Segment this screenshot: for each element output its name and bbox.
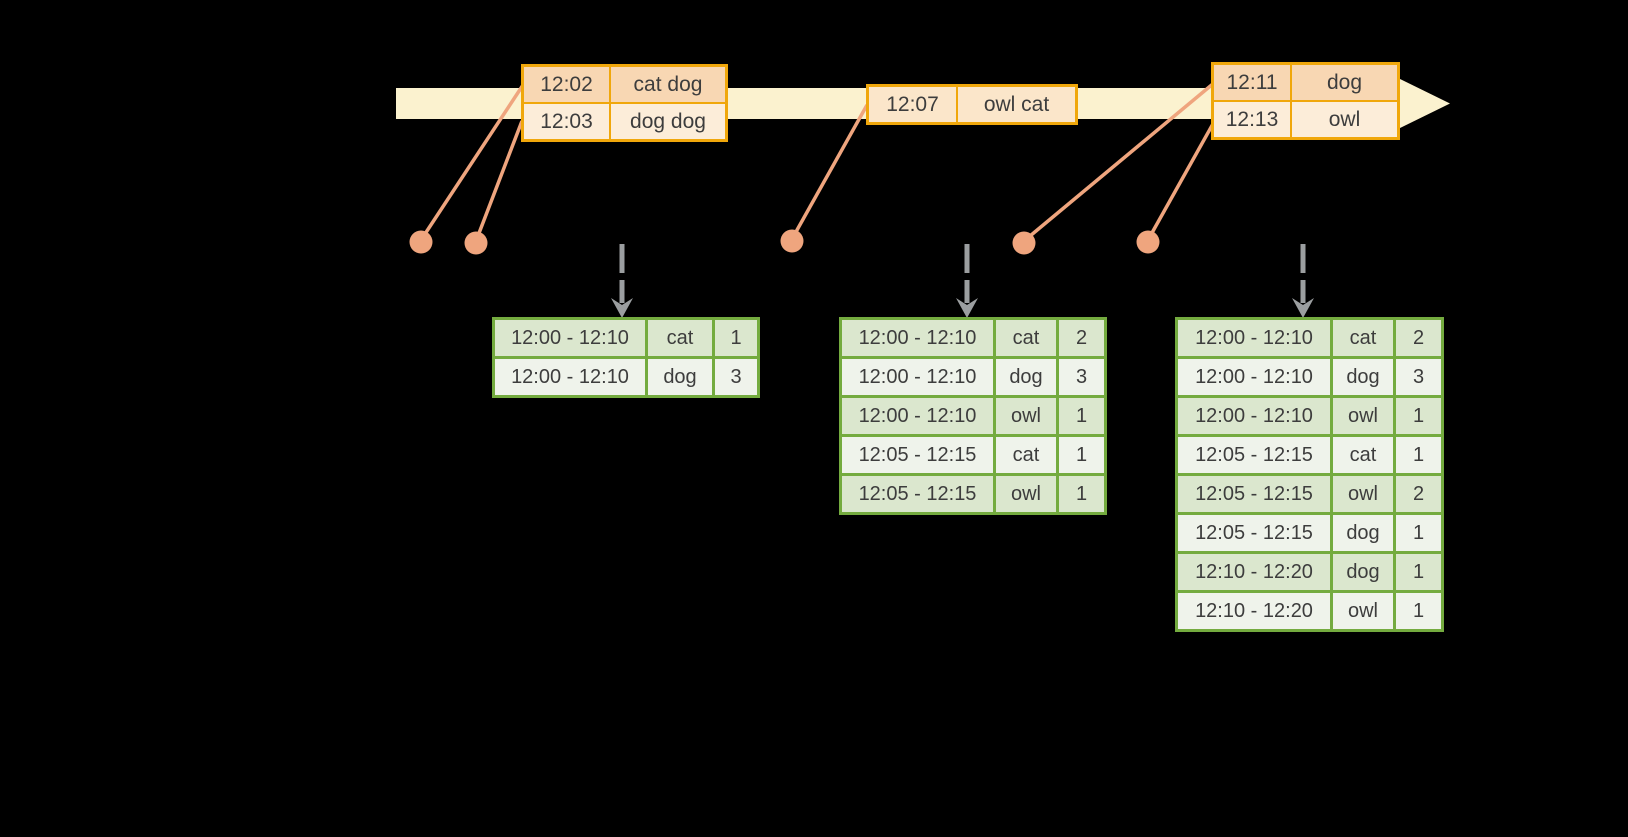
table-cell: 1 (1396, 515, 1441, 551)
table-cell: 12:00 - 12:10 (1178, 320, 1330, 356)
table-cell: 12:00 - 12:10 (842, 359, 993, 395)
table-cell: 12:10 - 12:20 (1178, 554, 1330, 590)
timeline-arrowhead-icon (1398, 78, 1450, 129)
table-cell: 12:00 - 12:10 (495, 320, 645, 356)
table-cell: 12:03 (524, 104, 609, 139)
event-connector-line (790, 104, 869, 240)
table-cell: owl (1333, 593, 1393, 629)
table-cell: owl (996, 476, 1056, 512)
event-connector-line (419, 84, 525, 241)
table-cell: dog (1333, 554, 1393, 590)
table-cell: 3 (1059, 359, 1104, 395)
table-cell: 12:00 - 12:10 (1178, 398, 1330, 434)
table-cell: 12:00 - 12:10 (842, 320, 993, 356)
event-dot (409, 230, 433, 254)
event-dot (1012, 231, 1036, 255)
table-cell: 12:13 (1214, 102, 1290, 137)
table-cell: owl (1292, 102, 1397, 137)
table-cell: owl cat (958, 87, 1075, 122)
table-cell: dog (996, 359, 1056, 395)
table-cell: 12:05 - 12:15 (1178, 476, 1330, 512)
table-cell: cat (996, 437, 1056, 473)
table-cell: cat (996, 320, 1056, 356)
table-cell: dog dog (611, 104, 725, 139)
table-cell: 12:05 - 12:15 (842, 476, 993, 512)
down-arrow-icon (1292, 298, 1314, 318)
table-cell: dog (648, 359, 712, 395)
trigger-arrows (619, 244, 1306, 303)
table-cell: 1 (715, 320, 757, 356)
table-cell: 12:00 - 12:10 (842, 398, 993, 434)
table-cell: 1 (1059, 437, 1104, 473)
table-cell: 12:11 (1214, 65, 1290, 100)
table-cell: cat (1333, 437, 1393, 473)
down-arrow-icon (611, 298, 633, 318)
down-arrow-icon (956, 298, 978, 318)
table-cell: 3 (1396, 359, 1441, 395)
table-cell: 12:10 - 12:20 (1178, 593, 1330, 629)
table-cell: dog (1333, 515, 1393, 551)
table-cell: owl (1333, 398, 1393, 434)
table-cell: 1 (1059, 398, 1104, 434)
table-cell: dog (1333, 359, 1393, 395)
table-cell: owl (996, 398, 1056, 434)
table-cell: 2 (1396, 476, 1441, 512)
table-cell: 3 (715, 359, 757, 395)
table-cell: 1 (1396, 593, 1441, 629)
event-dots (409, 229, 1160, 255)
table-cell: cat (648, 320, 712, 356)
table-cell: 12:07 (869, 87, 956, 122)
table-cell: cat (1333, 320, 1393, 356)
trigger-arrowheads (611, 298, 1314, 318)
table-cell: 12:05 - 12:15 (1178, 437, 1330, 473)
table-cell: 1 (1396, 437, 1441, 473)
event-connector-line (474, 120, 524, 242)
event-dot (464, 231, 488, 255)
table-cell: 2 (1396, 320, 1441, 356)
event-dot (780, 229, 804, 253)
table-cell: 12:05 - 12:15 (1178, 515, 1330, 551)
table-cell: 1 (1059, 476, 1104, 512)
table-cell: 12:02 (524, 67, 609, 102)
table-cell: 1 (1396, 554, 1441, 590)
table-cell: owl (1333, 476, 1393, 512)
table-cell: cat dog (611, 67, 725, 102)
table-cell: 12:00 - 12:10 (1178, 359, 1330, 395)
table-cell: 12:05 - 12:15 (842, 437, 993, 473)
table-cell: 1 (1396, 398, 1441, 434)
table-cell: dog (1292, 65, 1397, 100)
table-cell: 12:00 - 12:10 (495, 359, 645, 395)
event-dot (1136, 230, 1160, 254)
event-connector-line (1146, 121, 1216, 241)
table-cell: 2 (1059, 320, 1104, 356)
